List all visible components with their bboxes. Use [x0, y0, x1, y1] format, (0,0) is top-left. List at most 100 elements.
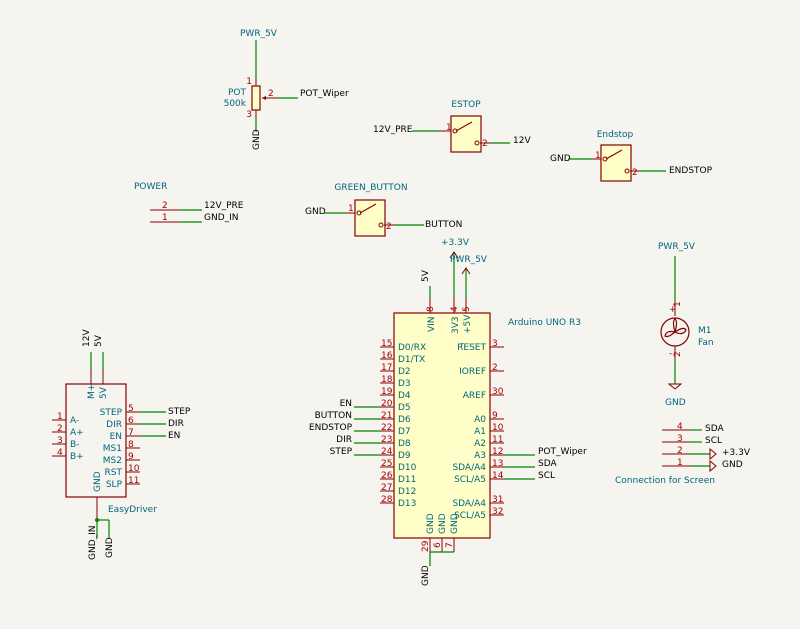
- estop-ref: ESTOP: [451, 100, 481, 110]
- arduino-pin-reset-3-name: RESET: [457, 343, 486, 353]
- arduino-net-button: BUTTON: [315, 411, 352, 421]
- pot-wiper-arrow-icon: [262, 96, 266, 100]
- estop-left-net: 12V_PRE: [373, 125, 413, 135]
- easydriver-pin-ms1-name: MS1: [103, 444, 122, 454]
- estop-switch[interactable]: ESTOP 12V_PRE 1 2 12V: [373, 100, 531, 153]
- arduino-pin-d11-name: D11: [398, 475, 416, 485]
- arduino-pin-d5-number: 20: [381, 399, 393, 409]
- arduino-vin-net: 5V: [421, 269, 431, 282]
- easydriver-pin-rst-name: RST: [105, 468, 123, 478]
- arduino-gnd-name-3: GND: [450, 513, 460, 534]
- easydriver-body: [65, 383, 127, 498]
- easydriver[interactable]: EasyDriver M+ 5V 12V 5V GND GND_IN GND 1…: [52, 329, 191, 560]
- pot-bottom-net: GND: [252, 129, 262, 150]
- easydriver-pin-dir-number: 6: [128, 416, 134, 426]
- easydriver-pin-a-name: A+: [70, 428, 84, 438]
- screen-ref: Connection for Screen: [615, 476, 715, 486]
- power-pin-1-number: 1: [162, 213, 168, 223]
- easydriver-pin-dir-name: DIR: [106, 420, 122, 430]
- potentiometer[interactable]: PWR_5V 1 3 GND POT 500k 2 POT_Wiper: [224, 29, 349, 150]
- arduino-pin-d10-number: 25: [381, 459, 392, 469]
- fan-m1[interactable]: PWR_5V 1 + 2 - M1 Fan GND: [658, 242, 714, 408]
- fan-ref: M1: [698, 326, 712, 336]
- easydriver-12v-net: 12V: [82, 329, 92, 347]
- easydriver-pin-en-name: EN: [110, 432, 122, 442]
- arduino-pin-d1-tx-name: D1/TX: [398, 355, 425, 365]
- endstop-left-net: GND: [550, 154, 571, 164]
- easydriver-5v-name: 5V: [99, 386, 109, 399]
- green-button-left-net: GND: [305, 207, 326, 217]
- pot-ref: POT: [228, 88, 247, 98]
- arduino-pin-vin-name: VIN: [427, 316, 437, 332]
- arduino-pin-3-number: 3: [492, 339, 498, 349]
- screen-pin-2-number: 2: [677, 446, 683, 456]
- arduino-pin-scl-a5-14-name: SCL/A5: [454, 475, 486, 485]
- pot-value: 500k: [224, 99, 247, 109]
- power-arrow-icon: [449, 251, 459, 259]
- easydriver-pin-step-name: STEP: [100, 408, 123, 418]
- arduino-net-pot-wiper: POT_Wiper: [538, 447, 587, 457]
- arduino-pin-d4-number: 19: [381, 387, 393, 397]
- arduino-pin-32-number: 32: [492, 507, 503, 517]
- screen-net-scl: SCL: [705, 436, 722, 446]
- easydriver-pin-b-number: 3: [57, 436, 63, 446]
- arduino-ref: Arduino UNO R3: [508, 318, 581, 328]
- green-button-switch[interactable]: GREEN_BUTTON GND 1 2 BUTTON: [305, 183, 462, 237]
- arduino-gnd-name-2: GND: [438, 513, 448, 534]
- endstop-switch[interactable]: Endstop GND 1 2 ENDSTOP: [550, 130, 713, 182]
- arduino-pin-d4-name: D4: [398, 391, 411, 401]
- arduino-pin-sda-a4-31-name: SDA/A4: [452, 499, 486, 509]
- arduino-pin-a1-10-name: A1: [474, 427, 486, 437]
- arduino-gnd-name-1: GND: [426, 513, 436, 534]
- arduino-pin-30-number: 30: [492, 387, 504, 397]
- arduino-pin-3v3-name: 3V3: [451, 316, 461, 334]
- power-arrow-icon: [461, 267, 471, 275]
- arduino-pin-5v-number: 5: [462, 306, 472, 312]
- endstop-right-net: ENDSTOP: [669, 166, 713, 176]
- fan-pin2-number: 2: [673, 351, 683, 357]
- easydriver-pin-slp-name: SLP: [106, 480, 123, 490]
- arduino-pin-d1-tx-number: 16: [381, 351, 393, 361]
- easydriver-gnd-net: GND: [105, 537, 115, 558]
- arduino-uno-r3[interactable]: Arduino UNO R3 8 4 5 VIN 3V3 +5V 5V +3.3…: [309, 238, 587, 586]
- arduino-net-en: EN: [340, 399, 352, 409]
- arduino-pin-d2-name: D2: [398, 367, 411, 377]
- easydriver-pin-step-number: 5: [128, 404, 134, 414]
- arduino-pin-5v-name: +5V: [463, 314, 473, 334]
- arduino-pin-d7-name: D7: [398, 427, 411, 437]
- easydriver-net-dir: DIR: [168, 419, 184, 429]
- arduino-3v3-net: +3.3V: [441, 238, 470, 248]
- gnd-symbol-icon: [667, 383, 683, 390]
- arduino-pin-d7-number: 22: [381, 423, 392, 433]
- arduino-pin-2-number: 2: [492, 363, 498, 373]
- arduino-pin-d6-name: D6: [398, 415, 411, 425]
- estop-pin2-number: 2: [482, 139, 488, 149]
- power-net-12v-pre: 12V_PRE: [204, 201, 244, 211]
- pot-top-net: PWR_5V: [240, 29, 278, 39]
- screen-net-sda: SDA: [705, 424, 724, 434]
- arduino-pin-d2-number: 17: [381, 363, 392, 373]
- arduino-pin-ioref-2-name: IOREF: [459, 367, 486, 377]
- power-connector[interactable]: POWER 2 1 12V_PRE GND_IN: [134, 182, 244, 223]
- easydriver-net-en: EN: [168, 431, 180, 441]
- fan-value: Fan: [698, 338, 714, 348]
- easydriver-5v-net: 5V: [94, 334, 104, 347]
- easydriver-pin-b-number: 4: [57, 448, 63, 458]
- arduino-pin-d12-name: D12: [398, 487, 416, 497]
- arduino-pin-d0-rx-number: 15: [381, 339, 392, 349]
- easydriver-pin-a-number: 2: [57, 424, 63, 434]
- easydriver-pin-a-number: 1: [57, 412, 63, 422]
- arduino-pin-d8-name: D8: [398, 439, 411, 449]
- easydriver-pin-b-name: B+: [70, 452, 84, 462]
- arduino-pin-3v3-number: 4: [450, 306, 460, 312]
- arduino-net-step: STEP: [330, 447, 353, 457]
- green-button-pin2-number: 2: [386, 222, 392, 232]
- easydriver-pin-ms2-name: MS2: [103, 456, 122, 466]
- arduino-pin-d11-number: 26: [381, 471, 393, 481]
- pot-pin3-number: 3: [246, 110, 252, 120]
- pot-wiper-net: POT_Wiper: [300, 89, 349, 99]
- endstop-pin2-number: 2: [632, 168, 638, 178]
- arduino-pin-d10-name: D10: [398, 463, 417, 473]
